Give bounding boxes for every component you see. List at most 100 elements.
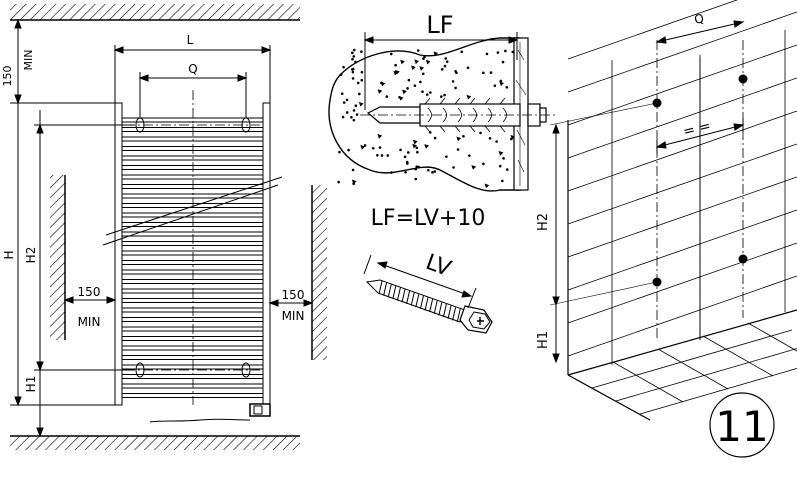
speckle-dot (414, 167, 418, 171)
speckle-grain (377, 133, 383, 139)
label-left-150: 150 (78, 285, 101, 299)
radiator-rung (122, 155, 263, 161)
speckle-dot (347, 148, 350, 152)
dim-Q-left (138, 72, 248, 118)
speckle-dot (421, 72, 425, 76)
radiator-rungs (122, 117, 263, 398)
dim-L (113, 45, 272, 103)
tile-joint-horizontal (567, 176, 797, 258)
speckle-dot (417, 165, 420, 169)
speckle-dot (466, 66, 470, 70)
radiator-rung (122, 146, 263, 151)
radiator-rung (122, 355, 263, 360)
left-panel (10, 4, 327, 450)
speckle-grain (410, 65, 416, 71)
speckle-dot (355, 113, 359, 116)
label-LF: LF (426, 11, 453, 39)
speckle-dot (439, 95, 443, 98)
speckle-dot (510, 137, 513, 141)
speckle-dot (390, 171, 393, 174)
radiator-rung (122, 250, 263, 256)
speckle-dot (360, 50, 363, 54)
dim-left-clearance (63, 296, 117, 304)
tile-joint-horizontal (567, 209, 797, 291)
label-top-min: MIN (22, 50, 35, 71)
speckle-grain (471, 165, 477, 170)
floor-joint (591, 329, 793, 389)
speckle-dot (363, 144, 367, 147)
floor-joint (747, 322, 797, 352)
radiator-rung (122, 231, 263, 237)
speckle-dot (378, 146, 382, 149)
speckle-grain (400, 59, 405, 65)
speckle-grain (499, 81, 505, 87)
speckle-dot (414, 177, 418, 181)
speckle-dot (427, 168, 430, 172)
speckle-dot (452, 166, 455, 169)
speckle-dot (454, 86, 457, 90)
floor-joint (615, 348, 797, 402)
speckle-dot (340, 92, 344, 95)
right-wall-hatch (311, 185, 327, 360)
radiator-rung (122, 393, 263, 398)
speckle-dot (482, 162, 485, 166)
speckle-dot (358, 92, 361, 96)
speckle-grain (466, 94, 472, 100)
label-H: H (2, 250, 16, 259)
speckle-dot (433, 136, 437, 140)
speckle-dot (422, 57, 425, 60)
speckle-dot (360, 70, 364, 74)
speckle-dot (421, 90, 424, 94)
speckle-grain (498, 150, 504, 156)
speckle-dot (505, 168, 509, 171)
formula-LF: LF=LV+10 (371, 206, 486, 231)
speckle-grain (419, 66, 425, 71)
label-H2-left: H2 (24, 247, 38, 264)
dim-LV (363, 254, 477, 309)
speckle-dot (499, 79, 503, 83)
speckle-dot (505, 85, 509, 89)
dim-H2-left (34, 110, 135, 372)
dim-Q-right (655, 20, 745, 44)
speckle-dot (456, 148, 460, 151)
speckle-dot (488, 137, 492, 140)
speckle-dot (352, 109, 356, 112)
speckle-dot (352, 48, 356, 52)
speckle-dot (406, 87, 409, 90)
thread-line (415, 294, 420, 308)
screw-threads (378, 280, 461, 323)
speckle-grain (360, 144, 366, 150)
speckle-dot (479, 131, 482, 135)
mark-point-bottom-right (738, 254, 748, 264)
radiator (102, 102, 283, 423)
label-top-150: 150 (1, 66, 14, 87)
thread-line (387, 284, 392, 298)
speckle-dot (444, 57, 448, 60)
speckle-grain (412, 143, 417, 149)
speckle-grain (412, 139, 418, 145)
radiator-rung (122, 117, 263, 123)
label-LV: LV (422, 250, 454, 282)
speckle-dot (352, 55, 356, 58)
radiator-rung (122, 269, 263, 275)
label-H2-right: H2 (536, 213, 551, 231)
dim-H1-right (552, 305, 560, 364)
speckle-dot (460, 50, 464, 54)
thread-line (433, 300, 438, 314)
dim-equal (655, 118, 745, 154)
speckle-dot (493, 84, 497, 88)
equal-mark: = = (682, 118, 713, 140)
tile-joint-horizontal (567, 110, 797, 192)
speckle-dot (413, 84, 417, 87)
speckle-grain (456, 136, 462, 142)
radiator-rung (122, 165, 263, 170)
speckle-dot (350, 116, 353, 119)
radiator-rung (122, 307, 263, 313)
speckle-dot (345, 111, 349, 114)
thread-line (442, 303, 447, 318)
thread-line (456, 308, 461, 323)
speckle-grain (425, 59, 431, 65)
speckle-dot (415, 146, 419, 150)
speckle-dot (385, 95, 389, 98)
